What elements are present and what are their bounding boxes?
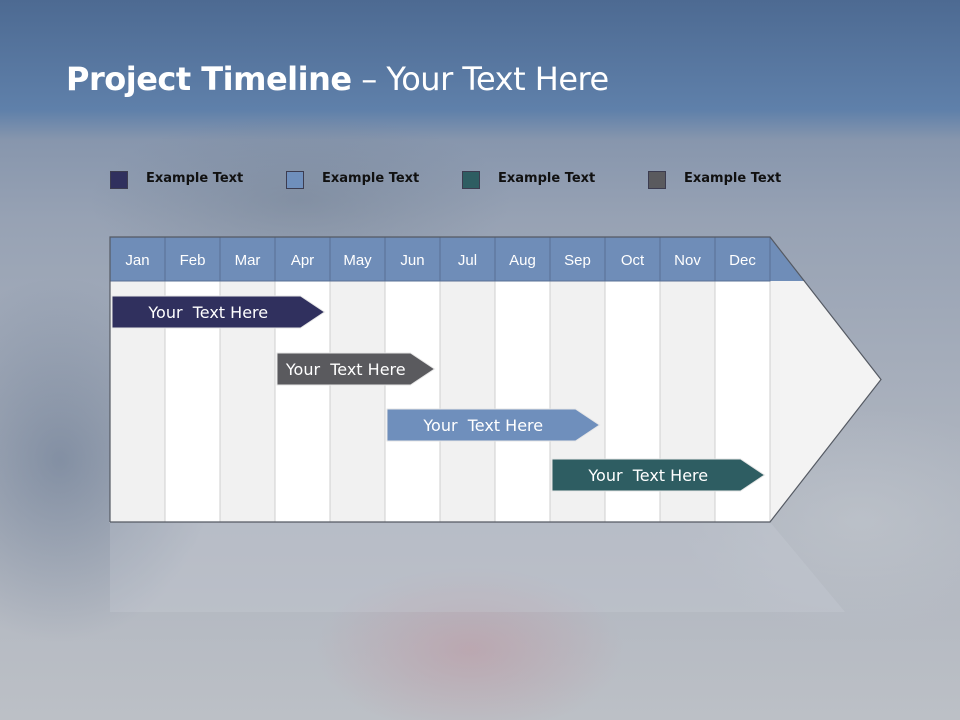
month-label-oct: Oct bbox=[621, 252, 645, 269]
task-bar-2: Your Text Here bbox=[276, 352, 436, 386]
legend-swatch-2 bbox=[286, 171, 304, 189]
task-bar-label: Your Text Here bbox=[587, 466, 708, 485]
month-column-aug bbox=[494, 280, 551, 523]
header-cell-oct bbox=[604, 236, 661, 282]
task-bar-shape bbox=[276, 352, 436, 386]
legend-label-3: Example Text bbox=[498, 171, 596, 186]
month-label-aug: Aug bbox=[509, 252, 536, 269]
task-bar-shape bbox=[386, 408, 601, 442]
legend-swatch-1 bbox=[110, 171, 128, 189]
header-cell-jan bbox=[109, 236, 166, 282]
month-label-feb: Feb bbox=[180, 252, 206, 269]
header-cell-feb bbox=[164, 236, 221, 282]
month-label-may: May bbox=[343, 252, 372, 269]
header-cell-nov bbox=[659, 236, 716, 282]
header-cell-jun bbox=[384, 236, 441, 282]
header-cell-sep bbox=[549, 236, 606, 282]
header-cell-apr bbox=[274, 236, 331, 282]
task-bar-label: Your Text Here bbox=[147, 303, 268, 322]
month-label-apr: Apr bbox=[291, 252, 314, 269]
timeline-arrow-outline bbox=[109, 236, 882, 523]
month-label-jan: Jan bbox=[125, 252, 149, 269]
task-bar-label: Your Text Here bbox=[422, 416, 543, 435]
task-bar-4: Your Text Here bbox=[551, 458, 766, 492]
task-bar-3: Your Text Here bbox=[386, 408, 601, 442]
title-bold: Project Timeline bbox=[66, 60, 352, 98]
month-label-mar: Mar bbox=[235, 252, 261, 269]
timeline-reflection bbox=[110, 522, 845, 612]
month-header: Jan Feb Mar Apr May Jun Jul Aug Sep Oct Nov Dec bbox=[109, 236, 805, 282]
month-label-dec: Dec bbox=[729, 252, 756, 269]
legend-swatch-3 bbox=[462, 171, 480, 189]
header-cell-dec bbox=[714, 236, 771, 282]
month-column-may bbox=[329, 280, 386, 523]
header-cell-jul bbox=[439, 236, 496, 282]
task-bar-1: Your Text Here bbox=[111, 295, 326, 329]
month-label-jun: Jun bbox=[400, 252, 424, 269]
header-cell-may bbox=[329, 236, 386, 282]
legend-swatch-4 bbox=[648, 171, 666, 189]
legend-label-1: Example Text bbox=[146, 171, 244, 186]
legend-label-2: Example Text bbox=[322, 171, 420, 186]
task-bar-shape bbox=[111, 295, 326, 329]
month-label-nov: Nov bbox=[674, 252, 701, 269]
task-bar-label: Your Text Here bbox=[285, 360, 406, 379]
month-column-jun bbox=[384, 280, 441, 523]
month-label-jul: Jul bbox=[458, 252, 477, 269]
month-column-jul bbox=[439, 280, 496, 523]
header-cell-mar bbox=[219, 236, 276, 282]
task-bar-shape bbox=[551, 458, 766, 492]
legend-label-4: Example Text bbox=[684, 171, 782, 186]
month-label-sep: Sep bbox=[564, 252, 591, 269]
slide-title: Project Timeline – Your Text Here bbox=[66, 60, 609, 98]
title-rest: – Your Text Here bbox=[351, 60, 609, 98]
header-cell-aug bbox=[494, 236, 551, 282]
